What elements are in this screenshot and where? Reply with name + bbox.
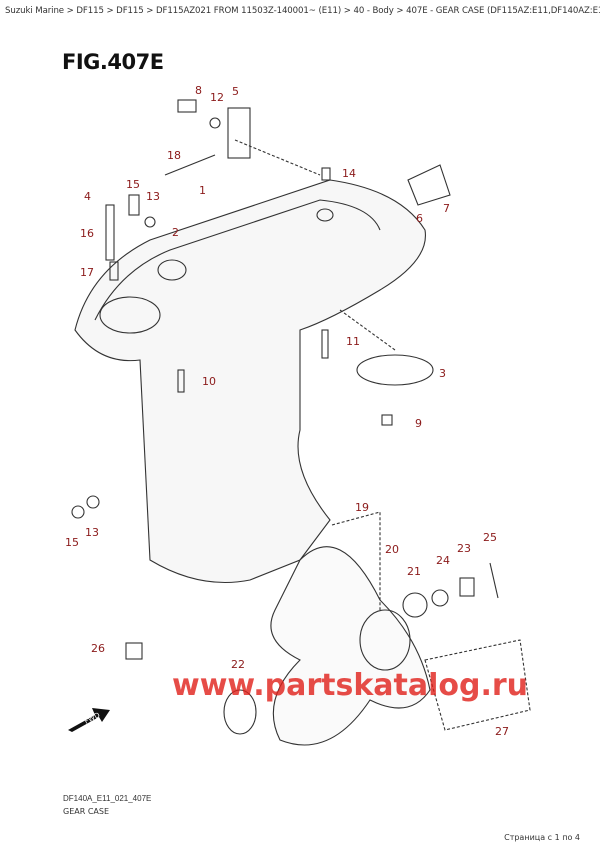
callout-15b[interactable]: 15 <box>65 536 79 549</box>
callout-25[interactable]: 25 <box>483 531 497 544</box>
callout-24[interactable]: 24 <box>436 554 450 567</box>
callout-15[interactable]: 15 <box>126 178 140 191</box>
callout-5[interactable]: 5 <box>232 85 239 98</box>
trim-tab-part <box>356 354 434 386</box>
callout-18[interactable]: 18 <box>167 149 181 162</box>
fwd-label: FWD <box>83 711 101 726</box>
figure-title: FIG.407E <box>62 50 164 74</box>
breadcrumb[interactable]: Suzuki Marine > DF115 > DF115 > DF115AZ0… <box>5 6 600 16</box>
watermark: www.partskatalog.ru <box>172 668 528 703</box>
fwd-arrow-icon: FWD <box>68 708 110 732</box>
callout-3[interactable]: 3 <box>439 367 446 380</box>
pagination: Страница с 1 по 4 <box>504 833 580 842</box>
callout-22[interactable]: 22 <box>231 658 245 671</box>
gear-case-housing <box>74 179 426 584</box>
callout-2[interactable]: 2 <box>172 226 179 239</box>
callout-17[interactable]: 17 <box>80 266 94 279</box>
callout-7[interactable]: 7 <box>443 202 450 215</box>
bolt-part <box>177 99 197 113</box>
callout-6[interactable]: 6 <box>416 212 423 225</box>
callout-1[interactable]: 1 <box>199 184 206 197</box>
callout-labels: 8 12 5 18 14 6 7 4 15 13 1 2 16 17 11 3 … <box>65 84 509 738</box>
callout-4[interactable]: 4 <box>84 190 91 203</box>
diagram-code: DF140A_E11_021_407E <box>63 794 152 803</box>
diagram-name: GEAR CASE <box>63 807 110 816</box>
callout-26[interactable]: 26 <box>91 642 105 655</box>
callout-10[interactable]: 10 <box>202 375 216 388</box>
gear-case-bore <box>99 296 161 334</box>
callout-20[interactable]: 20 <box>385 543 399 556</box>
callout-12[interactable]: 12 <box>210 91 224 104</box>
callout-16[interactable]: 16 <box>80 227 94 240</box>
callout-13[interactable]: 13 <box>146 190 160 203</box>
callout-8[interactable]: 8 <box>195 84 202 97</box>
callout-11[interactable]: 11 <box>346 335 360 348</box>
callout-21[interactable]: 21 <box>407 565 421 578</box>
thrust-washer-part <box>223 689 257 735</box>
callout-14[interactable]: 14 <box>342 167 356 180</box>
callout-27[interactable]: 27 <box>495 725 509 738</box>
anode-part <box>227 107 251 159</box>
nut-kit-box <box>424 639 531 731</box>
callout-9[interactable]: 9 <box>415 417 422 430</box>
callout-23[interactable]: 23 <box>457 542 471 555</box>
callout-19[interactable]: 19 <box>355 501 369 514</box>
callout-13b[interactable]: 13 <box>85 526 99 539</box>
